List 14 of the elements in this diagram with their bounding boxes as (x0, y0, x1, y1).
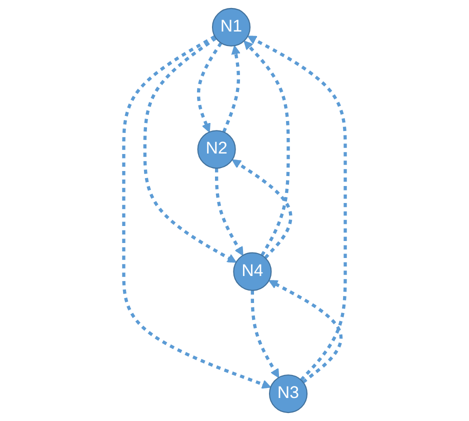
arrow (244, 40, 290, 256)
arrow (250, 290, 280, 378)
node-circle: N2 (197, 130, 236, 169)
arrow (232, 159, 292, 259)
arrow (215, 168, 244, 256)
node-circle: N4 (233, 252, 272, 291)
arrow (268, 280, 343, 384)
node-circle: N1 (212, 8, 251, 47)
arrow (122, 35, 272, 389)
arrow (222, 45, 240, 133)
node-circle: N3 (268, 374, 308, 414)
arrow (247, 36, 347, 382)
arrow (196, 42, 222, 132)
arrow (143, 36, 237, 263)
